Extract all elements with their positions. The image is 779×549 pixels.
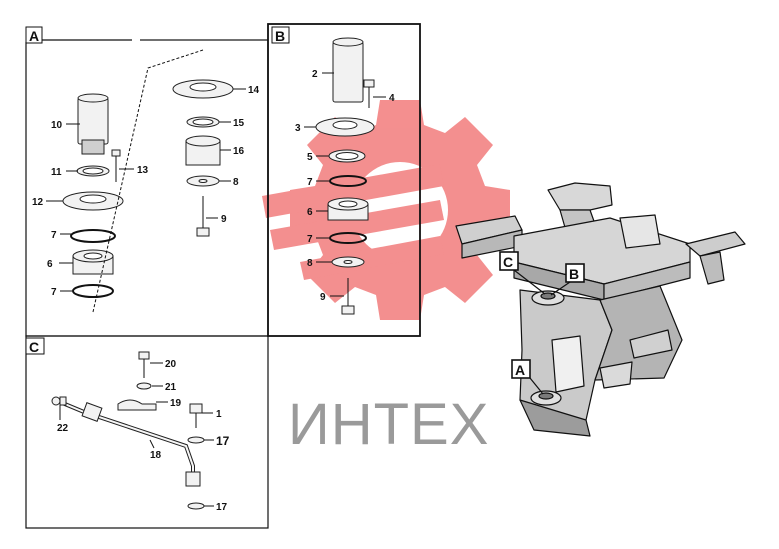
svg-text:6: 6 xyxy=(47,259,53,270)
svg-text:8: 8 xyxy=(307,258,313,269)
section-c-parts xyxy=(51,351,205,510)
svg-text:C: C xyxy=(503,254,513,270)
section-a-tag: A xyxy=(25,26,43,44)
svg-text:10: 10 xyxy=(51,120,63,131)
svg-text:A: A xyxy=(29,28,39,44)
svg-text:8: 8 xyxy=(233,177,239,188)
svg-text:B: B xyxy=(569,266,579,282)
svg-text:22: 22 xyxy=(57,423,69,434)
machine-illustration xyxy=(455,182,746,437)
svg-text:3: 3 xyxy=(295,123,301,134)
svg-text:20: 20 xyxy=(165,359,177,370)
svg-text:7: 7 xyxy=(51,287,57,298)
svg-text:16: 16 xyxy=(233,146,245,157)
section-b-labels: 2 4 3 5 7 6 7 8 9 xyxy=(295,69,395,303)
svg-text:C: C xyxy=(29,339,39,355)
svg-text:11: 11 xyxy=(51,167,62,178)
svg-text:13: 13 xyxy=(137,165,149,176)
callout-c: C xyxy=(499,251,546,295)
svg-text:18: 18 xyxy=(150,450,162,461)
section-a-frame xyxy=(25,39,269,337)
svg-text:7: 7 xyxy=(307,234,313,245)
svg-text:7: 7 xyxy=(307,177,313,188)
section-c-frame xyxy=(25,335,269,529)
svg-text:A: A xyxy=(515,362,525,378)
svg-text:17: 17 xyxy=(216,434,230,448)
svg-text:4: 4 xyxy=(389,93,395,104)
svg-text:7: 7 xyxy=(51,230,57,241)
svg-text:19: 19 xyxy=(170,398,182,409)
section-c-labels: 20 21 19 1 22 17 18 17 xyxy=(57,359,230,513)
svg-text:17: 17 xyxy=(216,502,228,513)
svg-text:9: 9 xyxy=(320,292,326,303)
watermark-text: ИНТЕХ xyxy=(288,392,489,457)
svg-text:15: 15 xyxy=(233,118,245,129)
section-c-tag: C xyxy=(25,337,45,355)
svg-text:21: 21 xyxy=(165,382,177,393)
section-b-frame xyxy=(267,23,421,337)
section-a-parts xyxy=(62,49,234,313)
svg-text:2: 2 xyxy=(312,69,318,80)
svg-text:9: 9 xyxy=(221,214,227,225)
section-b-parts xyxy=(315,37,375,315)
svg-text:5: 5 xyxy=(307,152,313,163)
callout-b: B xyxy=(550,263,585,296)
svg-text:14: 14 xyxy=(248,85,260,96)
svg-text:B: B xyxy=(275,28,285,44)
section-a-labels: 10 11 12 13 7 6 7 14 15 16 8 9 xyxy=(32,85,260,298)
svg-text:12: 12 xyxy=(32,197,44,208)
section-b-tag: B xyxy=(271,26,290,44)
callout-a: A xyxy=(511,359,544,395)
svg-text:1: 1 xyxy=(216,409,222,420)
svg-text:6: 6 xyxy=(307,207,313,218)
